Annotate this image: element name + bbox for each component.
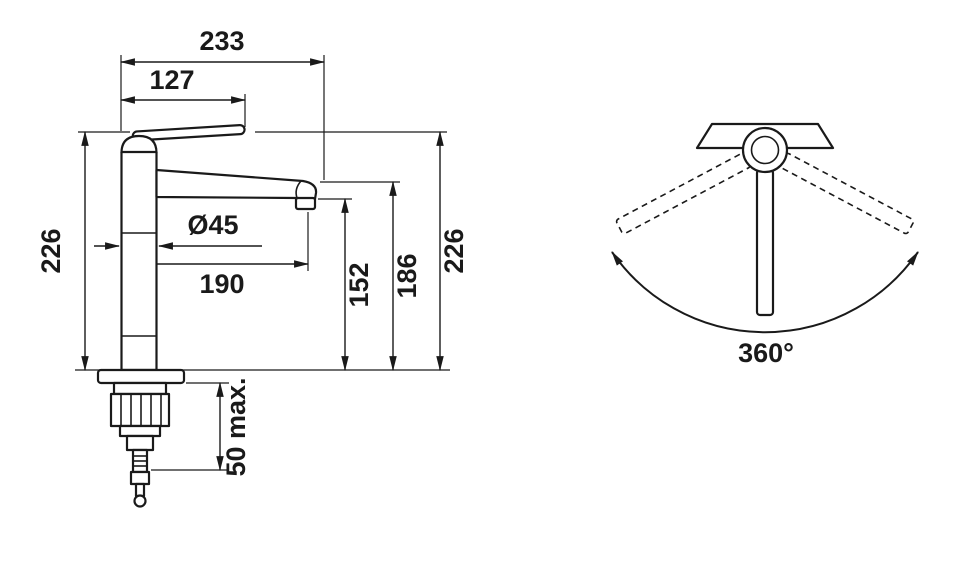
body-column bbox=[120, 150, 158, 372]
dimension-labels: 233 127 226 Ø45 190 152 186 226 50 max. bbox=[36, 26, 469, 477]
dashed-spout-right bbox=[779, 152, 915, 235]
spout bbox=[155, 168, 318, 201]
top-view-cap-inner bbox=[750, 135, 780, 165]
top-view-cap-outer bbox=[741, 126, 789, 174]
dim-overall-length-label: 233 bbox=[199, 26, 244, 56]
mounting-hardware bbox=[109, 381, 171, 508]
swivel-arc bbox=[611, 251, 919, 334]
dim-mount-thickness-label: 50 max. bbox=[221, 377, 251, 476]
spout-tip-seam bbox=[295, 180, 302, 199]
top-view-spout bbox=[755, 168, 775, 317]
extension-lines bbox=[78, 55, 447, 471]
dim-spout-clearance-label: 152 bbox=[344, 262, 374, 307]
swivel-range-label: 360° bbox=[738, 338, 794, 368]
top-view: 360° bbox=[611, 122, 919, 368]
faucet-side-outline bbox=[96, 124, 318, 508]
dim-height-right-label: 226 bbox=[439, 228, 469, 273]
dimension-lines bbox=[81, 58, 444, 472]
dim-height-left-label: 226 bbox=[36, 228, 66, 273]
dim-handle-length-label: 127 bbox=[149, 65, 194, 95]
side-view: 233 127 226 Ø45 190 152 186 226 50 max. bbox=[36, 26, 469, 508]
dim-spout-reach-label: 190 bbox=[199, 269, 244, 299]
dim-base-diameter-label: Ø45 bbox=[187, 210, 238, 240]
dashed-spout-left bbox=[615, 152, 751, 235]
deck-flange bbox=[96, 368, 186, 385]
dim-spout-top-height-label: 186 bbox=[392, 253, 422, 298]
aerator bbox=[294, 196, 317, 211]
cap-dome bbox=[120, 134, 158, 155]
